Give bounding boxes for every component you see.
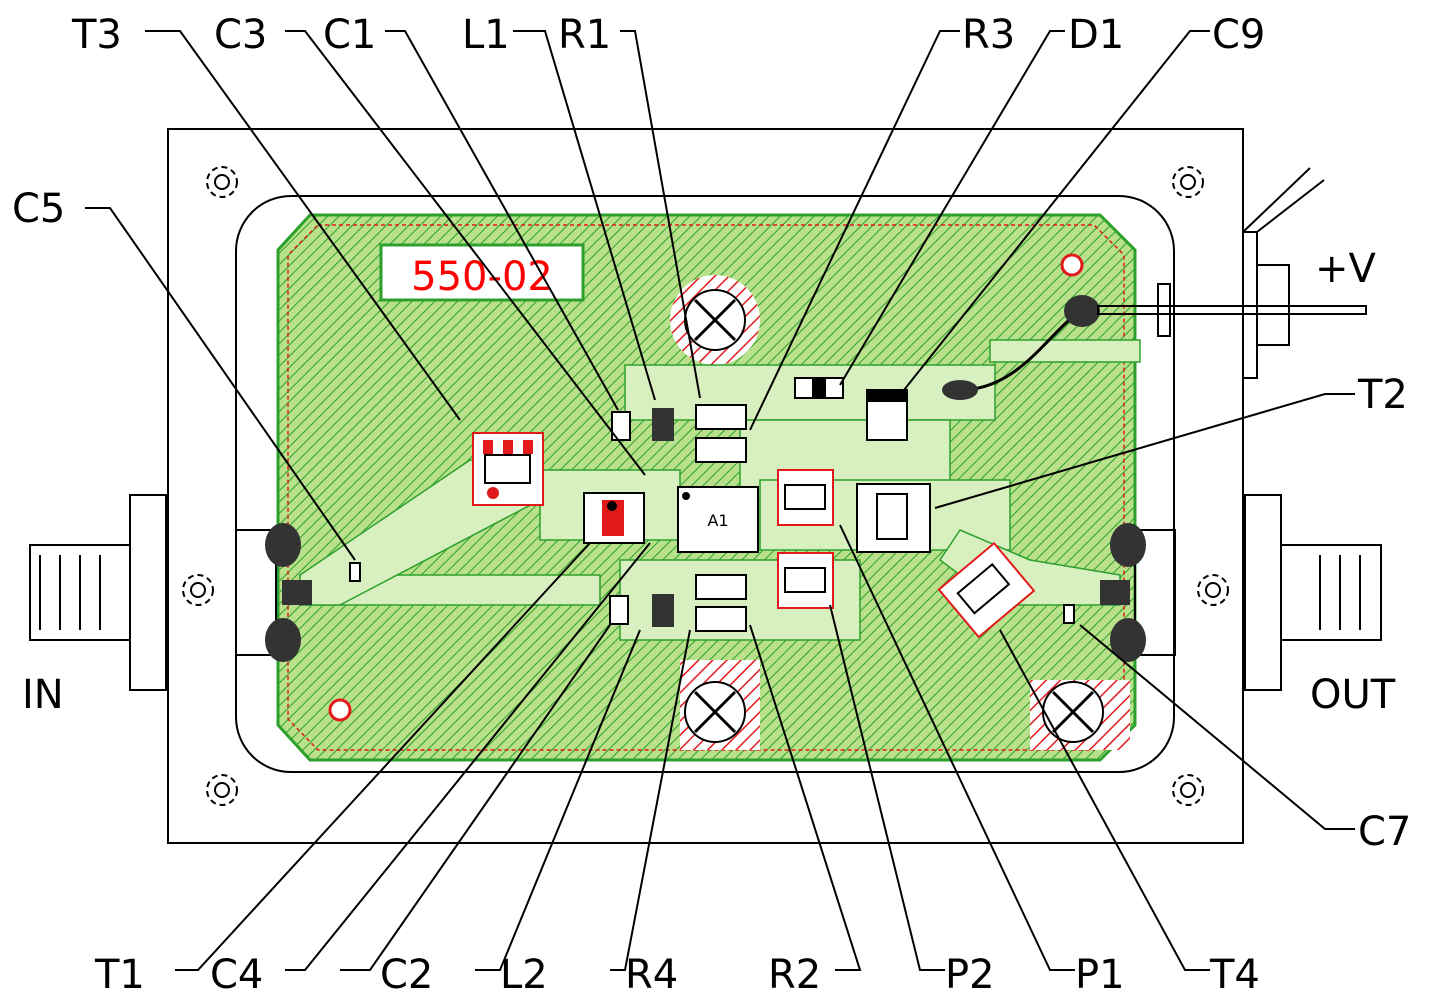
callout-R1: R1 <box>558 12 611 58</box>
callout-R3: R3 <box>962 12 1015 58</box>
port-out-label: OUT <box>1310 672 1396 718</box>
callout-T3: T3 <box>71 12 122 58</box>
fiducial-bottom-left <box>328 698 352 722</box>
callout-leaders <box>85 30 1355 971</box>
callout-R4: R4 <box>625 952 678 998</box>
callout-C1: C1 <box>323 12 376 58</box>
ic-a1-label: A1 <box>707 511 728 530</box>
callout-C4: C4 <box>210 952 263 998</box>
callout-C3: C3 <box>214 12 267 58</box>
enclosure-flange <box>167 128 1244 844</box>
supply-feedthrough <box>1242 167 1325 379</box>
callout-P1: P1 <box>1075 952 1125 998</box>
ic-a1 <box>677 486 759 553</box>
port-supply-label: +V <box>1315 246 1377 292</box>
callout-T4: T4 <box>1209 952 1260 998</box>
callout-D1: D1 <box>1068 12 1124 58</box>
pcb-screws <box>684 289 1104 743</box>
callout-T1: T1 <box>94 952 145 998</box>
callout-C9: C9 <box>1212 12 1265 58</box>
callout-R2: R2 <box>768 952 821 998</box>
input-connector <box>29 494 312 691</box>
callout-C5: C5 <box>12 186 65 232</box>
port-in-label: IN <box>22 672 64 718</box>
callout-L1: L1 <box>462 12 510 58</box>
output-connector <box>1100 494 1382 691</box>
callout-T2: T2 <box>1357 372 1408 418</box>
part-number-box <box>379 243 585 302</box>
callout-C2: C2 <box>380 952 433 998</box>
callout-L2: L2 <box>500 952 548 998</box>
mounting-holes <box>182 166 1229 806</box>
ic-pin1-dot <box>682 492 690 500</box>
enclosure-cavity <box>235 195 1175 773</box>
components <box>349 283 1367 639</box>
callout-P2: P2 <box>945 952 995 998</box>
callout-C7: C7 <box>1358 809 1411 855</box>
fiducial-top-right <box>1060 253 1084 277</box>
